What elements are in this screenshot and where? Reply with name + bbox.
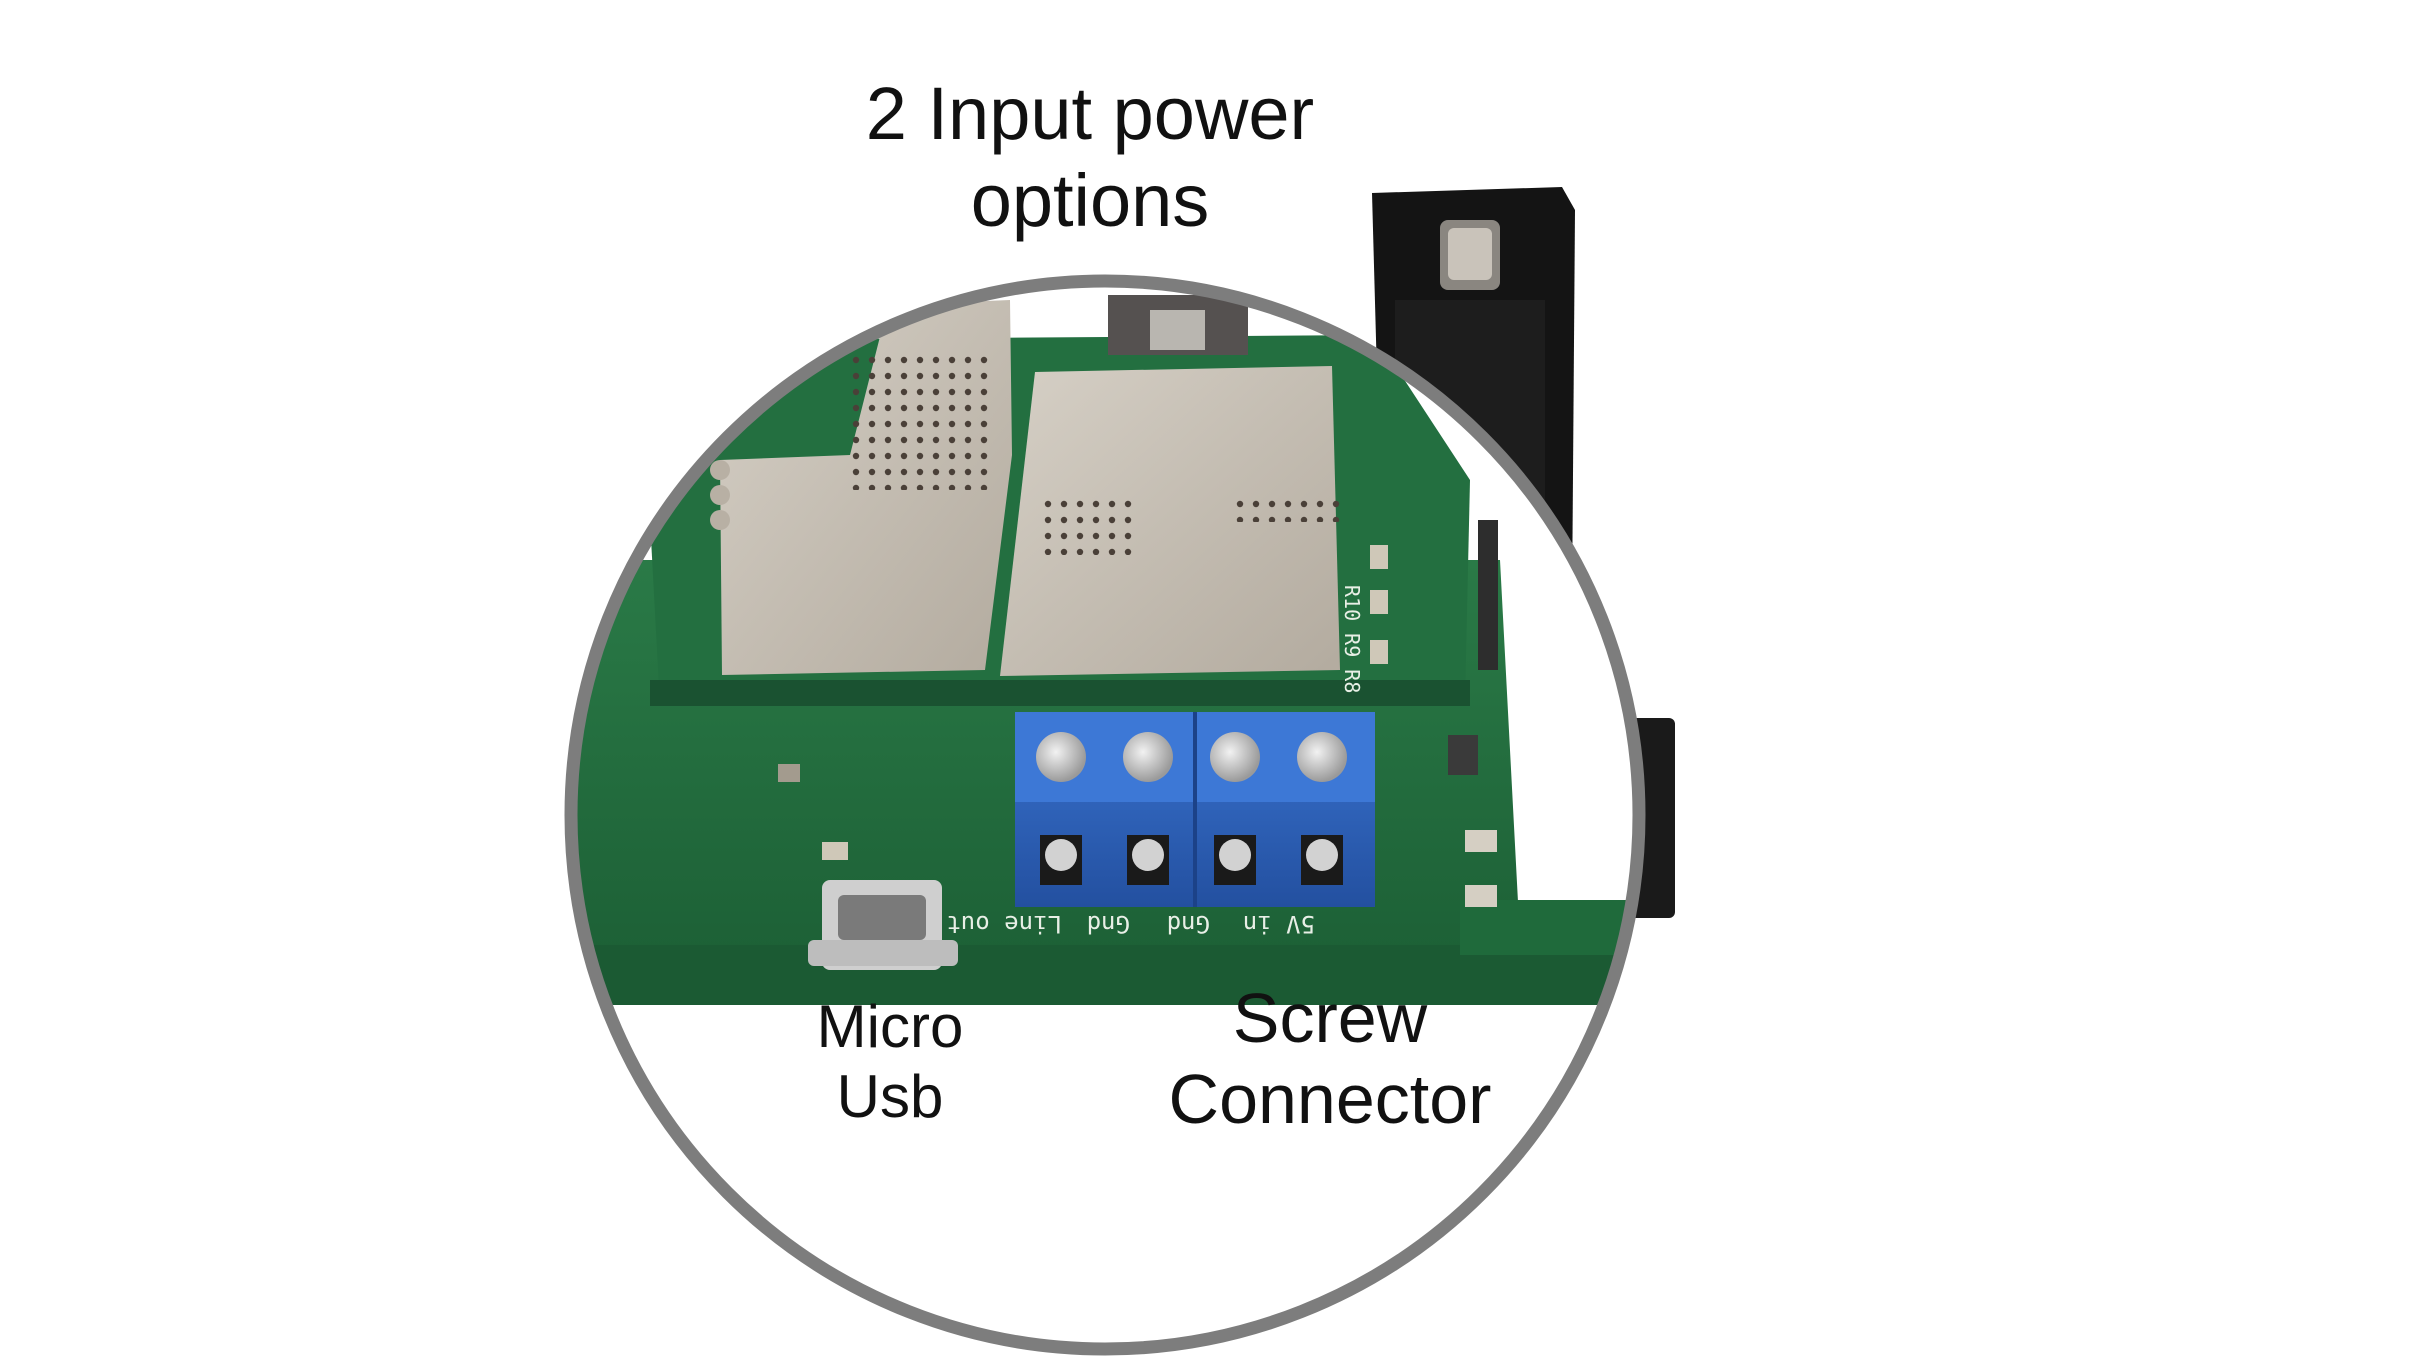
silk-label-line-out: Line out xyxy=(946,910,1062,938)
power-options-caption-line1: 2 Input power xyxy=(865,72,1315,155)
silk-label-gnd-1: Gnd xyxy=(1087,910,1130,938)
svg-text:R10 R9 R8: R10 R9 R8 xyxy=(1340,585,1364,693)
left-rf-shield xyxy=(720,300,1012,675)
right-rf-shield xyxy=(1000,366,1342,676)
screw-connector-caption: Screw Connector xyxy=(1080,978,1580,1140)
power-options-caption-line2: options xyxy=(970,159,1210,243)
micro-usb-caption: Micro Usb xyxy=(760,992,1020,1132)
resistors-r8-r10: R10 R9 R8 xyxy=(1340,545,1388,693)
silk-label-5v-in: 5V in xyxy=(1243,910,1315,938)
screw-connector-caption-line2: Connector xyxy=(1168,1060,1492,1139)
micro-usb-caption-line1: Micro xyxy=(816,993,964,1060)
magnifier-ring xyxy=(564,274,1646,1356)
terminal-silkscreen: 5V in Gnd Gnd Line out xyxy=(946,910,1315,938)
screw-terminal-block xyxy=(1015,712,1375,907)
magnified-board: R10 R9 R8 5V in Gnd Gnd xyxy=(571,281,1639,1349)
screw-connector-caption-line1: Screw xyxy=(1232,979,1428,1057)
micro-usb-connector xyxy=(808,880,958,970)
micro-usb-caption-line2: Usb xyxy=(836,1063,944,1131)
silk-label-gnd-2: Gnd xyxy=(1167,910,1210,938)
power-options-caption: 2 Input power options xyxy=(800,70,1380,245)
